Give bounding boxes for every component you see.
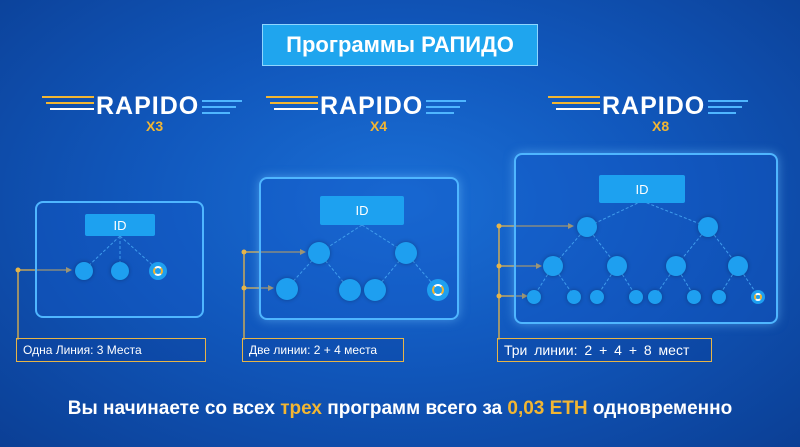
x8-node — [527, 290, 541, 304]
x4-label: Две линии: 2 + 4 места — [242, 338, 404, 362]
x3-node — [75, 262, 93, 280]
x8-node — [590, 290, 604, 304]
x8-id-box: ID — [599, 175, 685, 203]
footer-text: Вы начинаете со всех трех программ всего… — [0, 398, 800, 420]
x8-node — [687, 290, 701, 304]
x8-node — [712, 290, 726, 304]
x4-node — [364, 279, 386, 301]
x4-id-box: ID — [320, 196, 404, 225]
x8-node — [543, 256, 563, 276]
logo-word: RAPIDO — [602, 92, 706, 120]
x8-recycle-icon — [751, 290, 765, 304]
logo-variant: X3 — [146, 118, 164, 134]
logo-word: RAPIDO — [96, 92, 200, 120]
x8-node — [698, 217, 718, 237]
x3-id-box: ID — [85, 214, 155, 236]
x4-node — [339, 279, 361, 301]
x3-recycle-icon — [149, 262, 167, 280]
page-title-text: Программы РАПИДО — [286, 32, 514, 57]
x4-node — [395, 242, 417, 264]
rapido-x4-logo: RAPIDO X4 — [266, 88, 466, 138]
x3-node — [111, 262, 129, 280]
x3-label: Одна Линия: 3 Места — [16, 338, 206, 362]
logo-word: RAPIDO — [320, 92, 424, 120]
footer-highlight-three: трех — [280, 398, 322, 419]
x8-node — [728, 256, 748, 276]
x4-node — [276, 278, 298, 300]
rapido-x3-logo: RAPIDO X3 — [42, 88, 242, 138]
x8-node — [648, 290, 662, 304]
x8-node — [567, 290, 581, 304]
logo-variant: X8 — [652, 118, 670, 134]
x8-node — [607, 256, 627, 276]
x4-recycle-icon — [427, 279, 449, 301]
x4-node — [308, 242, 330, 264]
x8-node — [666, 256, 686, 276]
rapido-x8-logo: RAPIDO X8 — [548, 88, 748, 138]
logo-variant: X4 — [370, 118, 388, 134]
footer-suffix: одновременно — [587, 398, 733, 419]
x8-node — [577, 217, 597, 237]
page-title: Программы РАПИДО — [262, 24, 538, 66]
x8-node — [629, 290, 643, 304]
footer-middle: программ всего за — [322, 398, 508, 419]
footer-prefix: Вы начинаете со всех — [67, 398, 281, 419]
footer-highlight-price: 0,03 ETH — [507, 398, 588, 419]
x8-label: Три линии: 2 + 4 + 8 мест — [497, 338, 712, 362]
